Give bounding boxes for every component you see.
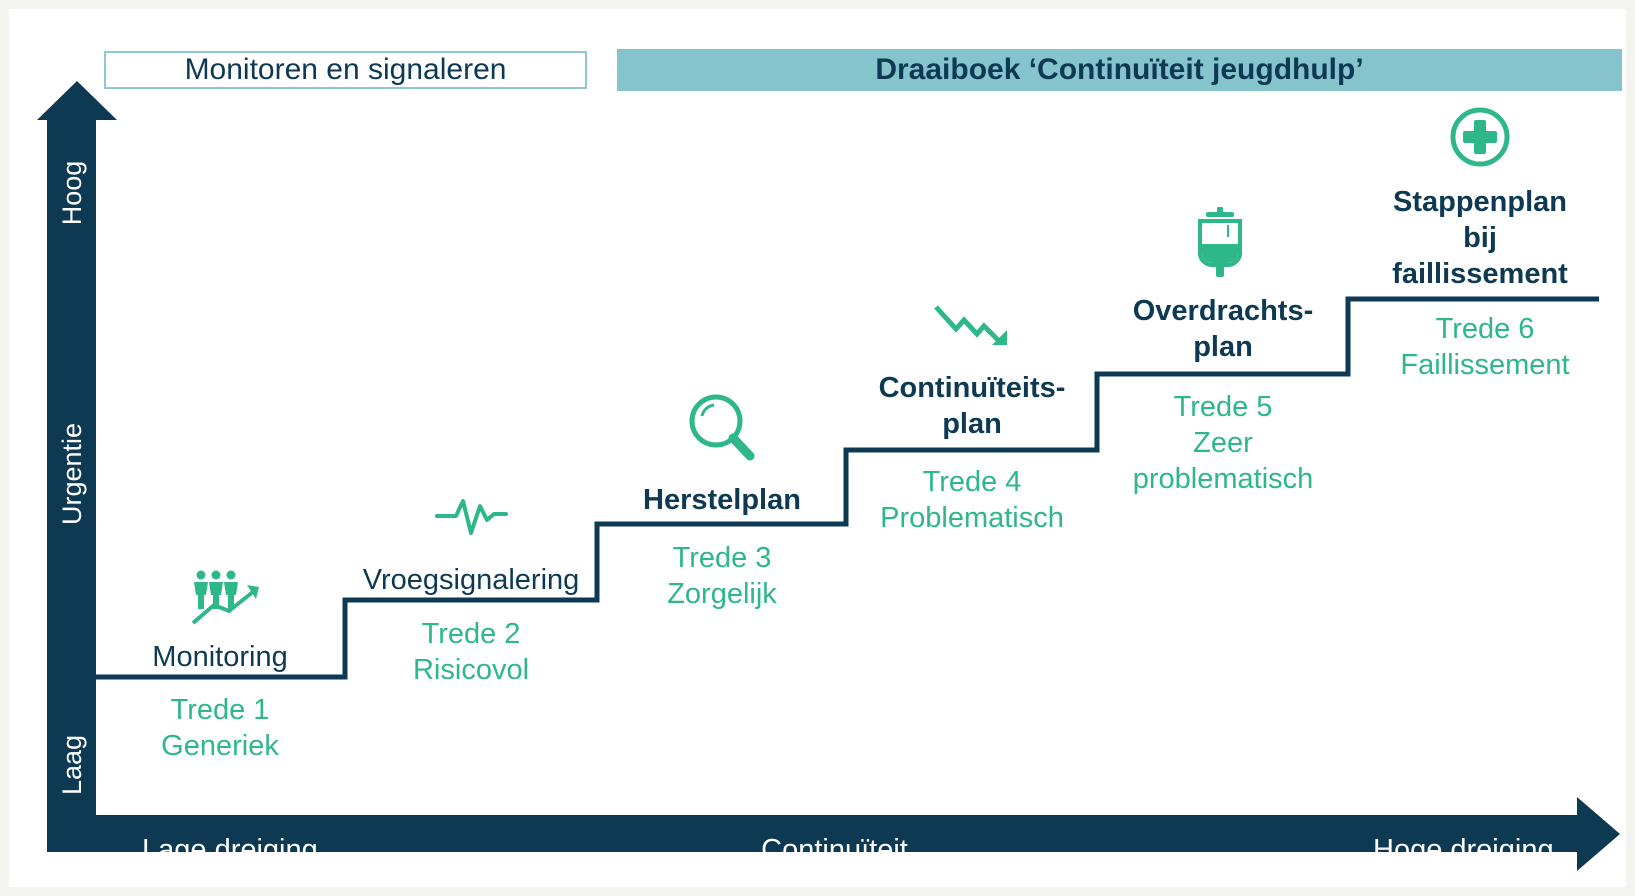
x-axis-title: Continuïteit (761, 834, 908, 866)
step-5-status-line-2: problematisch (1132, 463, 1314, 495)
x-axis-high-label: Hoge dreiging (1373, 834, 1554, 866)
y-axis-title: Urgentie (57, 422, 87, 526)
diagram-graphics (37, 81, 1620, 871)
y-axis-high-label: Hoog (57, 160, 87, 226)
step-5-level: Trede 5 (1173, 391, 1273, 423)
step-4-title: Continuïteits- plan (822, 370, 1122, 442)
step-5-title-line-1: Overdrachts- (1132, 295, 1314, 327)
diagram-canvas: Monitoren en signaleren Draaiboek ‘Conti… (9, 9, 1626, 887)
draaiboek-phase-box: Draaiboek ‘Continuïteit jeugdhulp’ (617, 49, 1622, 91)
step-2-title: Vroegsignalering (362, 564, 580, 596)
step-2-status: Risicovol (412, 654, 530, 686)
x-axis-low-label: Lage dreiging (142, 834, 318, 866)
step-4-status: Problematisch (880, 502, 1064, 534)
people-growth-icon (191, 570, 259, 625)
draaiboek-phase-label: Draaiboek ‘Continuïteit jeugdhulp’ (875, 53, 1364, 86)
step-1-status: Generiek (161, 730, 279, 762)
step-6-label: Trede 6 Faillissement (1335, 311, 1635, 383)
monitoring-phase-box: Monitoren en signaleren (104, 51, 587, 89)
step-4-title-line-2: plan (942, 408, 1002, 440)
monitoring-phase-label: Monitoren en signaleren (184, 53, 507, 86)
step-1-title: Monitoring (152, 641, 288, 673)
step-2-label: Trede 2 Risicovol (321, 616, 621, 688)
medical-cross-icon (1450, 107, 1510, 167)
step-4-level: Trede 4 (922, 466, 1022, 498)
step-1-label: Trede 1 Generiek (70, 692, 370, 764)
step-6-status: Faillissement (1400, 349, 1570, 381)
step-5-label: Trede 5 Zeer problematisch (1073, 389, 1373, 497)
step-4-title-line-1: Continuïteits- (878, 372, 1066, 404)
decline-arrow-icon (934, 305, 1007, 345)
step-2-level: Trede 2 (421, 618, 521, 650)
magnifier-icon (689, 394, 755, 461)
x-axis-arrow (47, 797, 1620, 871)
staircase-line (94, 296, 1599, 680)
step-1-level: Trede 1 (170, 694, 270, 726)
step-3-status: Zorgelijk (667, 578, 777, 610)
step-6-level: Trede 6 (1435, 313, 1535, 345)
step-5-status-line-1: Zeer (1193, 427, 1253, 459)
step-4-label: Trede 4 Problematisch (822, 464, 1122, 536)
step-6-title-line-3: faillissement (1392, 258, 1568, 290)
heartbeat-icon (435, 499, 508, 535)
step-3-title: Herstelplan (643, 484, 801, 516)
step-5-title-line-2: plan (1193, 331, 1253, 363)
step-5-title: Overdrachts- plan (1073, 293, 1373, 365)
step-3-level: Trede 3 (672, 542, 772, 574)
infusion-bag-icon (1198, 207, 1242, 277)
step-6-title-line-2: bij (1463, 222, 1497, 254)
step-6-title-line-1: Stappenplan (1392, 186, 1567, 218)
step-3-label: Trede 3 Zorgelijk (572, 540, 872, 612)
step-6-title: Stappenplan bij faillissement (1330, 184, 1630, 292)
y-axis-arrow (37, 81, 117, 826)
